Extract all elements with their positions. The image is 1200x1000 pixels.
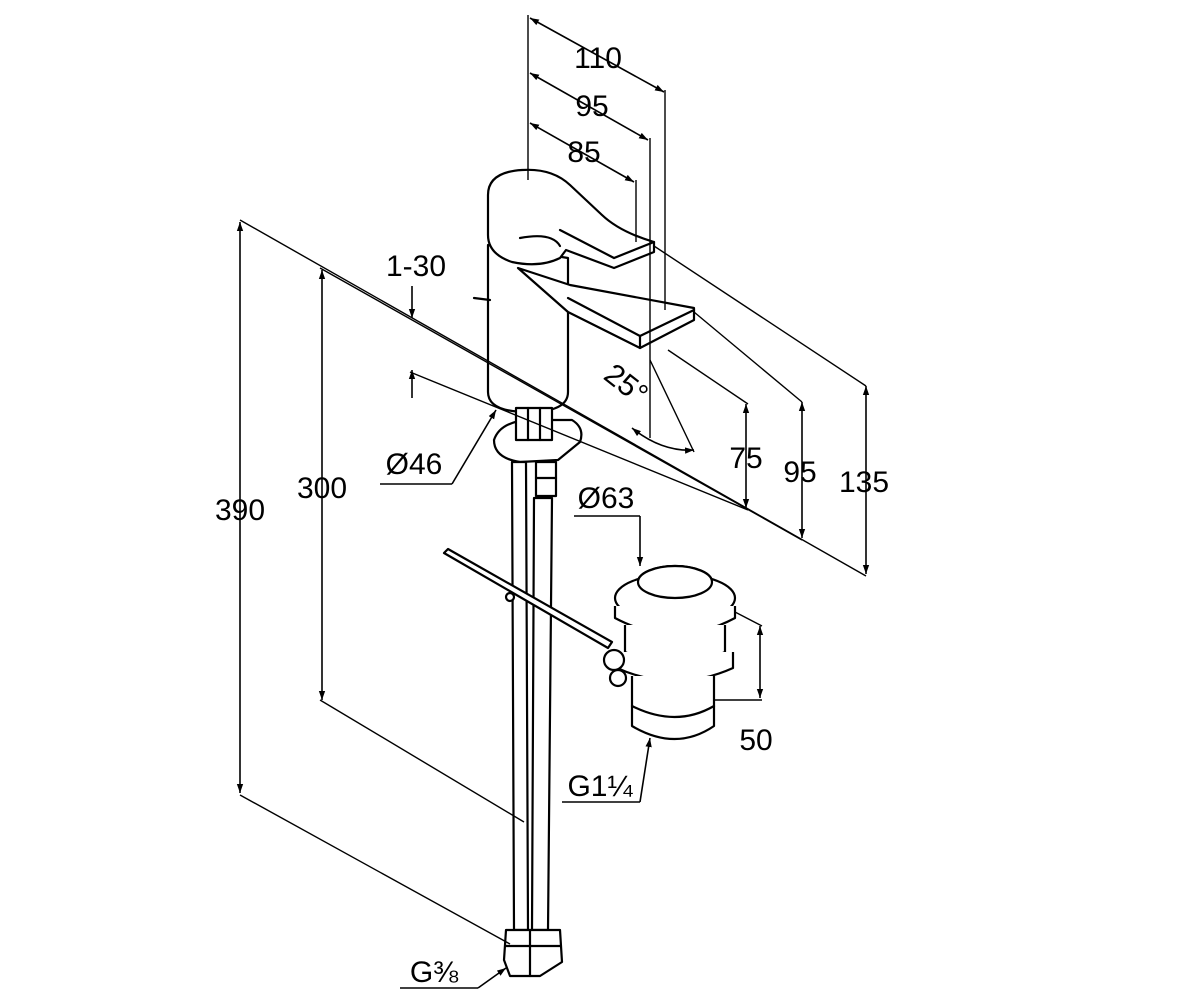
lever-handle — [486, 168, 656, 270]
label-95-top: 95 — [575, 90, 608, 123]
popup-rod — [442, 547, 614, 650]
supply-hoses — [502, 460, 564, 978]
dim-line-85 — [529, 122, 635, 183]
label-135: 135 — [839, 466, 889, 499]
faucet-body — [472, 168, 696, 498]
leader-46 — [451, 409, 497, 485]
faucet-cylinder — [486, 243, 570, 414]
label-waste-diameter: Ø63 — [578, 482, 635, 515]
label-angle: 25° — [598, 358, 654, 412]
label-body-diameter: Ø46 — [386, 448, 443, 481]
label-300: 300 — [297, 472, 347, 505]
waste-assembly — [602, 564, 737, 741]
label-waste-height: 50 — [739, 724, 772, 757]
label-390: 390 — [215, 494, 265, 527]
label-85: 85 — [567, 136, 600, 169]
label-waste-thread: G1¼ — [567, 770, 633, 803]
label-95-right: 95 — [783, 456, 816, 489]
label-deck-thickness: 1-30 — [386, 250, 446, 283]
label-75: 75 — [729, 442, 762, 475]
dimension-lines — [236, 17, 870, 989]
angle-arc — [631, 427, 695, 454]
dimension-labels: 110 95 85 1-30 25° Ø46 Ø63 390 300 75 95… — [215, 42, 889, 989]
label-110: 110 — [574, 42, 622, 75]
extension-lines — [239, 15, 867, 989]
hose-nut — [502, 928, 564, 978]
leader-g114 — [639, 737, 652, 803]
label-hose-thread: G⅜ — [410, 956, 459, 989]
leader-g38 — [477, 967, 507, 989]
